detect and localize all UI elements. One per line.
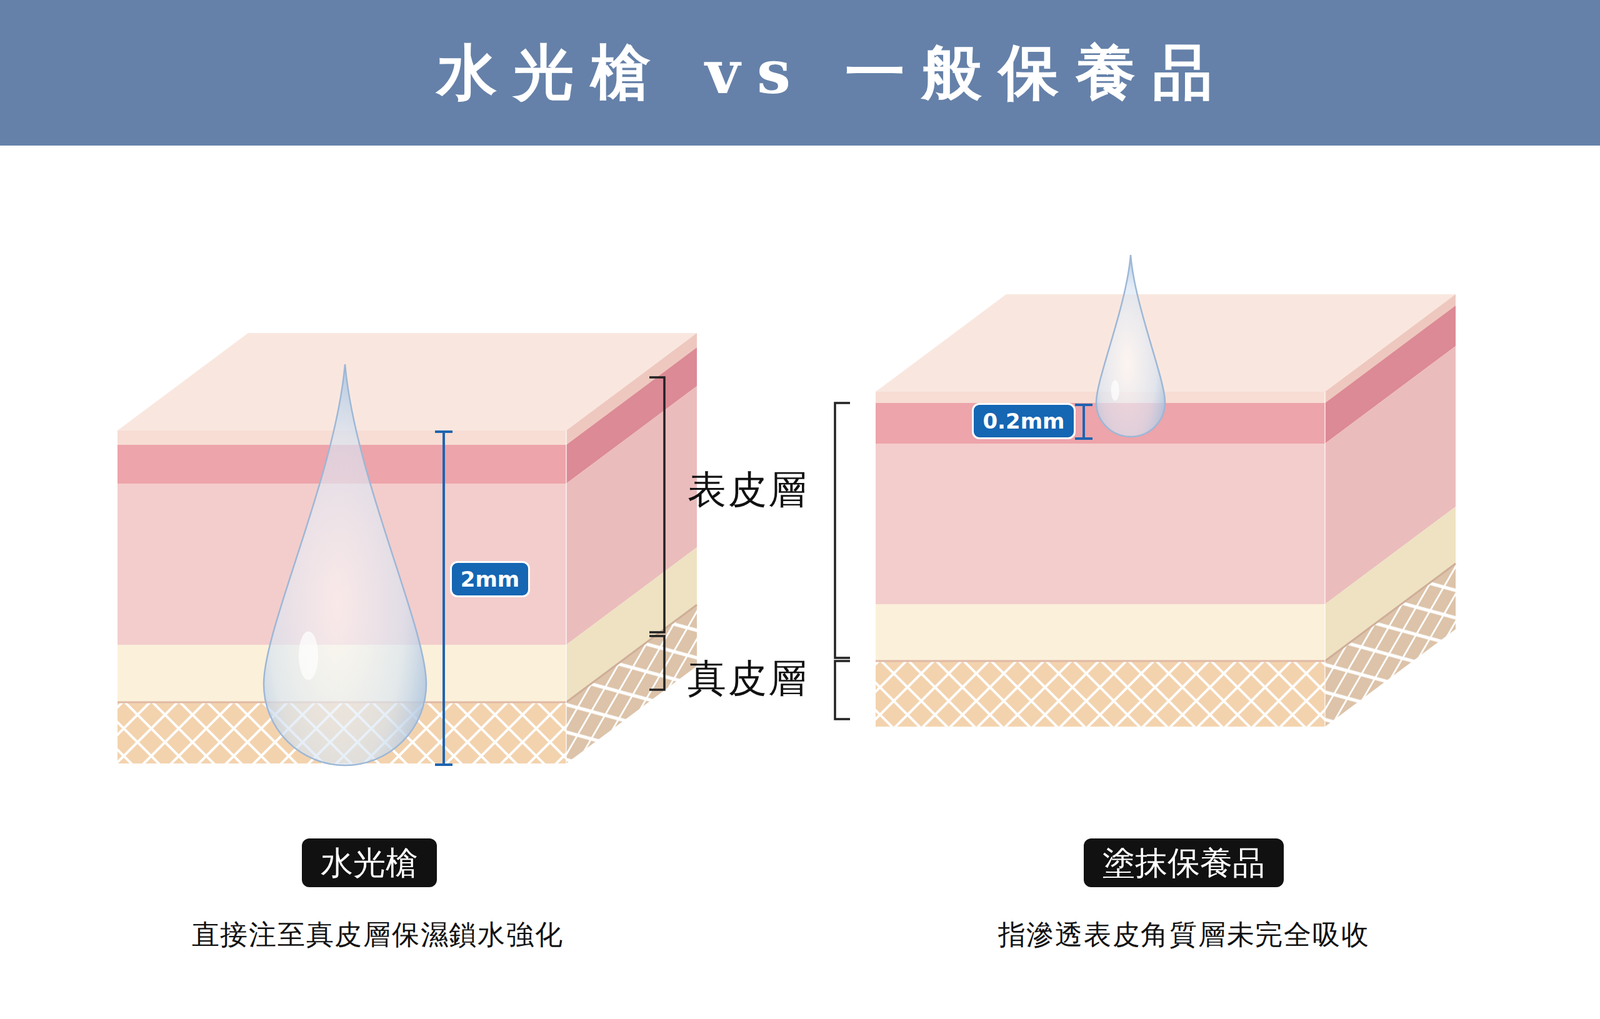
layer-label: 表皮層: [687, 463, 809, 517]
skin-layer-side: [566, 605, 697, 764]
node-text: 水光槍: [320, 843, 419, 883]
skin-layer: [875, 443, 1325, 605]
layer-bracket: [835, 403, 850, 659]
method-tag: 水光槍: [301, 838, 437, 888]
dimension-badge: 2mm: [450, 561, 531, 599]
page-title: 水光槍 vs 一般保養品: [436, 33, 1229, 115]
drop-highlight: [298, 631, 319, 681]
dimension-line: [435, 431, 453, 765]
skin-layer-side: [1325, 563, 1456, 727]
dimension-line: [1075, 405, 1093, 439]
skin-layer: [875, 604, 1325, 662]
node-text: 2mm: [460, 566, 520, 593]
method-tag: 塗抹保養品: [1083, 838, 1284, 888]
layer-edge: [566, 605, 697, 703]
layer-edge: [1325, 563, 1456, 662]
drop-highlight: [1111, 380, 1120, 401]
drop-body: [1096, 255, 1165, 437]
layer-bracket: [649, 377, 665, 633]
node-text: 塗抹保養品: [1102, 843, 1265, 883]
block-edge: [1324, 391, 1326, 727]
water-drop: [263, 364, 427, 766]
description-text: 指滲透表皮角質層未完全吸收: [998, 916, 1370, 954]
layer-edge: [875, 660, 1325, 663]
layer-label: 真皮層: [687, 652, 809, 705]
layer-bracket: [649, 636, 665, 690]
block-edge: [565, 430, 567, 764]
skin-layer: [875, 661, 1325, 727]
skin-block: [875, 294, 1456, 727]
description-text: 直接注至真皮層保濕鎖水強化: [191, 916, 564, 954]
layer-bracket: [835, 661, 850, 720]
water-drop: [1096, 255, 1165, 437]
node-text: 0.2mm: [982, 408, 1065, 435]
drop-body: [263, 364, 427, 766]
dimension-badge: 0.2mm: [971, 403, 1075, 440]
